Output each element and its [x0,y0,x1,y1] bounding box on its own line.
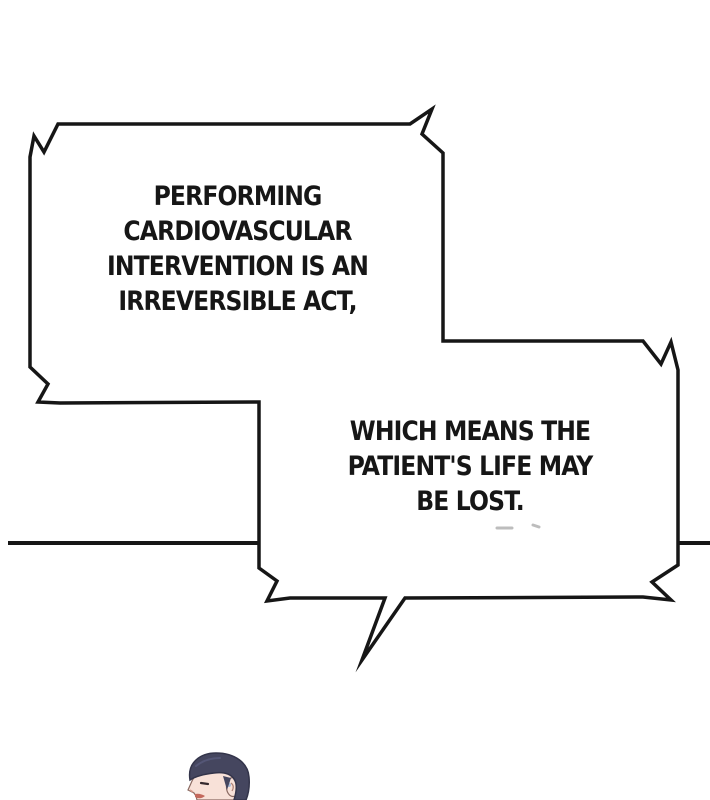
ear-inner-line [230,782,234,792]
hair [188,752,250,800]
hair-sideburn [223,776,231,790]
hair-highlight [195,757,221,767]
speech-bubble-1-text: PERFORMING CARDIOVASCULAR INTERVENTION I… [106,181,369,317]
nose-shade [189,789,194,793]
speech-bubbles-outline [28,104,680,673]
smudge-marks [495,523,541,530]
eye [199,781,210,786]
lips [195,793,205,799]
speech-bubble-2-text: WHICH MEANS THE PATIENT'S LIFE MAY BE LO… [347,416,594,517]
character-head [187,752,250,800]
smudge-tick [531,523,541,529]
